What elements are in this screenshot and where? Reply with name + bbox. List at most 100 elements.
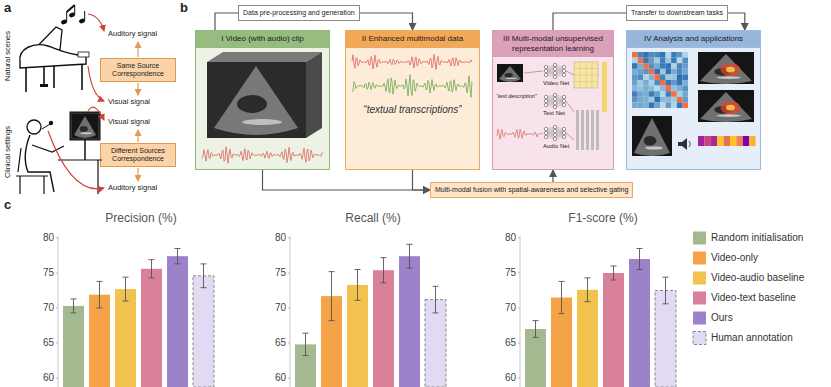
axis-tick <box>56 308 58 309</box>
similarity-cell <box>654 52 660 58</box>
error-bar <box>175 249 181 264</box>
box-text: Transfer to downstream tasks <box>631 9 723 17</box>
similarity-cell <box>654 86 660 92</box>
multimodal-data-illustration <box>352 54 472 97</box>
input-text: “text description” <box>496 93 540 99</box>
similarity-cell <box>649 91 655 97</box>
axis-tick <box>518 378 520 379</box>
similarity-cell <box>654 102 660 108</box>
attention-heat <box>720 101 740 114</box>
axis-tick <box>56 343 58 344</box>
similarity-cell <box>638 63 644 69</box>
panel-heading: I Video (with audio) clip <box>196 31 329 48</box>
similarity-cell <box>666 86 672 92</box>
music-note <box>66 12 67 22</box>
axis-tick-label: 60 <box>505 372 516 384</box>
connector-arrow <box>215 13 238 30</box>
error-bar <box>303 333 309 355</box>
error-bar <box>637 249 643 270</box>
similarity-cell <box>677 69 683 75</box>
similarity-cell <box>654 91 660 97</box>
ultrasound-frame <box>497 64 523 82</box>
process-box: Transfer to downstream tasks <box>626 5 728 21</box>
network-unit <box>544 135 547 138</box>
axis-tick-label: 80 <box>505 232 516 244</box>
attention-cell <box>724 136 730 146</box>
axis-tick <box>518 238 520 239</box>
box-text: Multi-modal fusion with spatial-awarenes… <box>435 186 628 194</box>
similarity-cell <box>682 63 688 69</box>
signal-label: Visual signal <box>108 118 150 127</box>
axis-tick-label: 65 <box>275 337 286 349</box>
network-unit <box>553 105 556 108</box>
similarity-cell <box>677 102 683 108</box>
bar <box>115 289 136 387</box>
piano-illustration <box>20 5 89 92</box>
ultrasound-fan <box>634 118 670 156</box>
network-unit <box>553 129 556 132</box>
network-unit <box>562 99 565 102</box>
similarity-cell <box>638 80 644 86</box>
correspondence-box: Same Source Correspondence <box>100 58 176 82</box>
feature-grid <box>574 75 598 76</box>
similarity-cell <box>649 97 655 103</box>
similarity-cell <box>649 58 655 64</box>
similarity-cell <box>660 86 666 92</box>
ultrasound-echo <box>716 114 741 117</box>
similarity-cell <box>643 52 649 58</box>
analysis-illustration <box>632 52 756 156</box>
ultrasound-fan <box>700 54 752 84</box>
similarity-cell <box>660 74 666 80</box>
feature-vector <box>591 110 594 150</box>
network-unit <box>562 131 565 134</box>
similarity-cell <box>643 102 649 108</box>
feature-vector <box>586 110 589 150</box>
legend-swatch <box>693 252 706 265</box>
panel-heading: III Multi-modal unsupervised representat… <box>493 31 613 57</box>
network-unit <box>553 93 556 96</box>
attention-cell <box>698 136 704 146</box>
similarity-cell <box>671 80 677 86</box>
audio-waveform <box>202 147 323 163</box>
ultrasound-echo <box>716 76 741 79</box>
network-label: Text Net <box>543 110 565 117</box>
similarity-cell <box>643 80 649 86</box>
person-arm <box>32 145 64 152</box>
legend-label: Video-audio baseline <box>711 272 804 284</box>
axis-tick-label: 75 <box>43 267 54 279</box>
similarity-cell <box>649 69 655 75</box>
similarity-cell <box>671 91 677 97</box>
similarity-cell <box>660 58 666 64</box>
attention-cell <box>717 136 723 146</box>
axis-tick <box>518 343 520 344</box>
similarity-cell <box>671 63 677 69</box>
similarity-cell <box>649 86 655 92</box>
axis-tick <box>518 308 520 309</box>
bar <box>655 291 676 387</box>
bar <box>399 256 420 387</box>
similarity-cell <box>632 52 638 58</box>
error-bar <box>559 281 565 313</box>
bar-chart <box>56 236 214 387</box>
video-cube-side <box>306 52 322 138</box>
bar <box>603 273 624 387</box>
similarity-cell <box>682 58 688 64</box>
axis-tick <box>56 238 58 239</box>
similarity-cell <box>660 69 666 75</box>
speech-waveform <box>352 75 472 98</box>
correspondence-arrow <box>137 83 138 95</box>
network-unit <box>544 95 547 98</box>
similarity-cell <box>638 86 644 92</box>
feature-grid <box>592 62 593 88</box>
axis-tick <box>288 238 290 239</box>
similarity-cell <box>660 91 666 97</box>
similarity-cell <box>660 52 666 58</box>
similarity-cell <box>671 58 677 64</box>
signal-arrow <box>88 14 104 31</box>
bar-chart <box>288 236 446 387</box>
piano-body <box>20 45 86 68</box>
similarity-cell <box>666 58 672 64</box>
signal-label: Auditory signal <box>108 30 157 39</box>
axis-tick <box>518 273 520 274</box>
ultrasound-fan <box>74 116 96 138</box>
